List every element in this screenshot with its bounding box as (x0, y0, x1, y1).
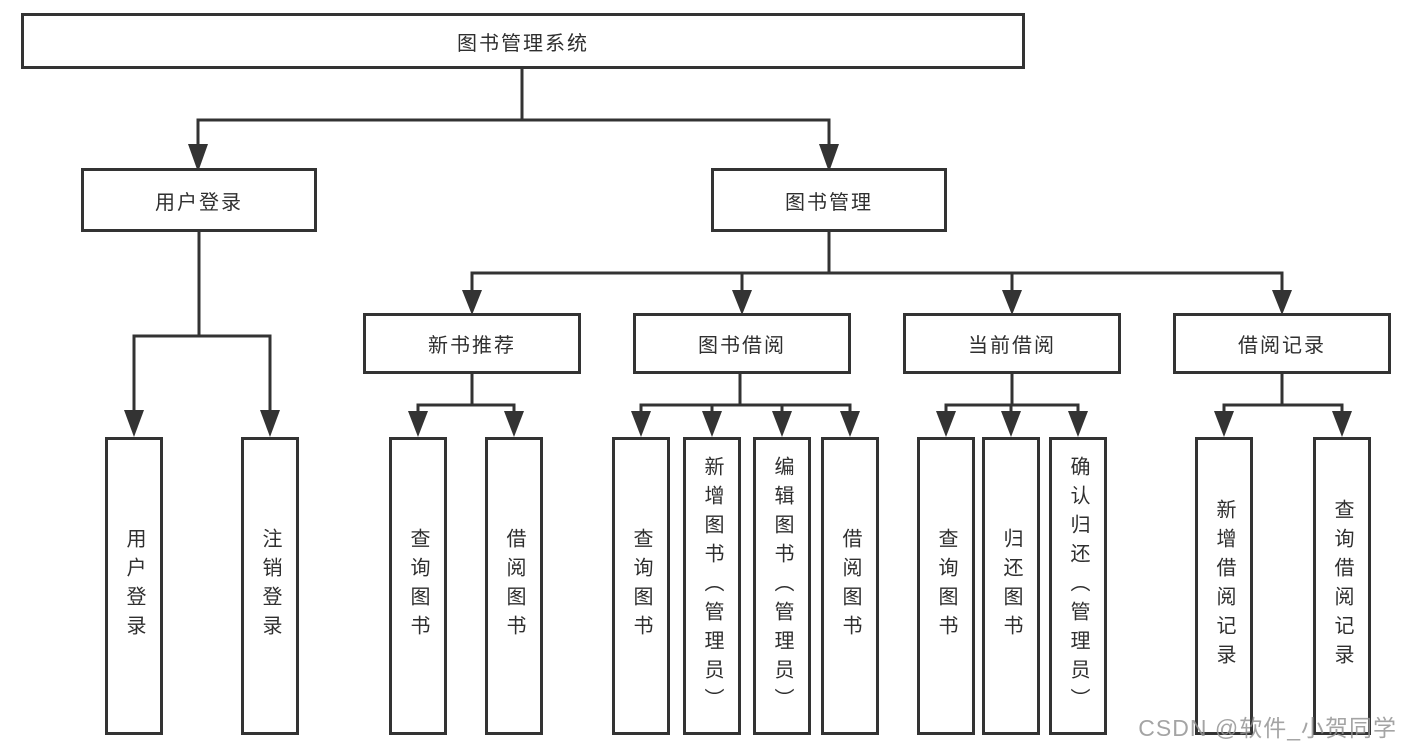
leaf-query-books-current: 查询图书 (917, 437, 975, 735)
connector-book-borrow (631, 374, 860, 437)
leaf-edit-book-admin: 编辑图书（管理员） (753, 437, 811, 735)
leaf-user-login: 用户登录 (105, 437, 163, 735)
node-current-borrow-label: 当前借阅 (968, 335, 1056, 357)
leaf-add-book-admin: 新增图书（管理员） (683, 437, 741, 735)
node-current-borrow: 当前借阅 (903, 313, 1121, 374)
leaf-query-borrow-record: 查询借阅记录 (1313, 437, 1371, 735)
connector-book-management (462, 232, 1292, 315)
connector-borrow-records (1214, 374, 1352, 437)
leaf-edit-book-admin-label: 编辑图书（管理员） (771, 455, 793, 717)
leaf-query-books-borrow-label: 查询图书 (630, 528, 652, 644)
leaf-add-book-admin-label: 新增图书（管理员） (701, 455, 723, 717)
leaf-logout-label: 注销登录 (259, 528, 281, 644)
connector-root (188, 68, 839, 172)
connector-new-book-recommend (408, 374, 524, 437)
leaf-query-books-borrow: 查询图书 (612, 437, 670, 735)
node-book-management: 图书管理 (711, 168, 947, 232)
node-borrow-records-label: 借阅记录 (1238, 335, 1326, 357)
leaf-logout: 注销登录 (241, 437, 299, 735)
leaf-borrow-books-borrow: 借阅图书 (821, 437, 879, 735)
node-user-login-label: 用户登录 (155, 191, 243, 214)
connector-current-borrow (936, 374, 1088, 437)
leaf-borrow-books-borrow-label: 借阅图书 (839, 528, 861, 644)
leaf-query-books-current-label: 查询图书 (935, 528, 957, 644)
node-book-borrow: 图书借阅 (633, 313, 851, 374)
node-root-label: 图书管理系统 (457, 32, 589, 55)
leaf-return-book-label: 归还图书 (1000, 528, 1022, 644)
node-new-book-recommend-label: 新书推荐 (428, 335, 516, 357)
leaf-add-borrow-record-label: 新增借阅记录 (1213, 499, 1235, 673)
node-book-borrow-label: 图书借阅 (698, 335, 786, 357)
node-borrow-records: 借阅记录 (1173, 313, 1391, 374)
leaf-query-books-recommend-label: 查询图书 (407, 528, 429, 644)
node-user-login: 用户登录 (81, 168, 317, 232)
leaf-confirm-return-admin: 确认归还（管理员） (1049, 437, 1107, 735)
connector-user-login (124, 232, 280, 437)
node-root: 图书管理系统 (21, 13, 1025, 69)
leaf-borrow-books-recommend: 借阅图书 (485, 437, 543, 735)
leaf-user-login-label: 用户登录 (123, 528, 145, 644)
leaf-confirm-return-admin-label: 确认归还（管理员） (1067, 455, 1089, 717)
leaf-query-borrow-record-label: 查询借阅记录 (1331, 499, 1353, 673)
leaf-add-borrow-record: 新增借阅记录 (1195, 437, 1253, 735)
node-new-book-recommend: 新书推荐 (363, 313, 581, 374)
leaf-query-books-recommend: 查询图书 (389, 437, 447, 735)
node-book-management-label: 图书管理 (785, 191, 873, 214)
leaf-return-book: 归还图书 (982, 437, 1040, 735)
leaf-borrow-books-recommend-label: 借阅图书 (503, 528, 525, 644)
